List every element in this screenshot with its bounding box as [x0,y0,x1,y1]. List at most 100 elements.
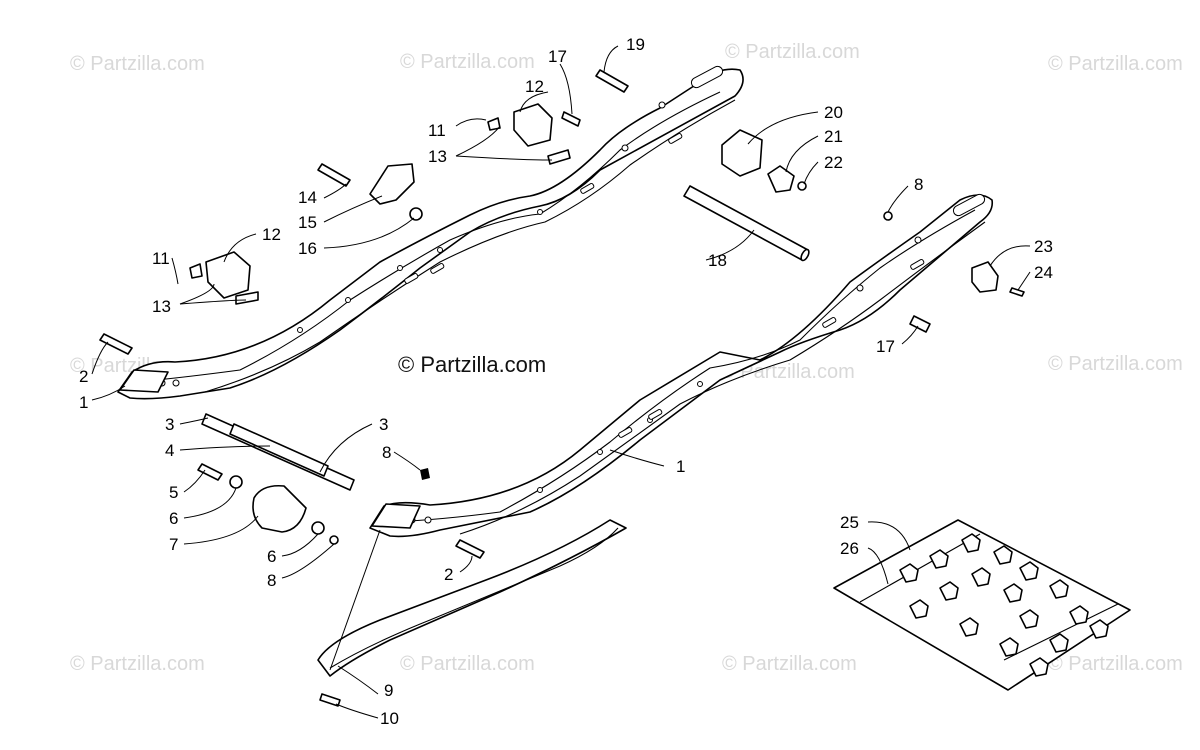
watermark: © Partzilla.com [400,51,535,73]
rail-hole [697,381,703,387]
rail-hole [397,265,403,271]
spacer [767,165,795,193]
rail-hole [856,284,864,292]
callout-17: 17 [876,337,895,356]
slide-rail-front [369,193,994,538]
slide-rail-rear [117,65,744,400]
callout-12: 12 [262,225,281,244]
rail-slot [580,183,595,194]
bolt-5 [197,463,223,481]
rail-hole [537,209,543,215]
callout-9: 9 [384,681,393,700]
track-section [833,519,1131,691]
callout-11: 11 [152,249,170,268]
callout-17: 17 [548,47,567,66]
leader-lines [91,45,1031,719]
rail-slot [910,259,925,270]
watermark: © Partzilla.com [70,53,205,75]
callout-16: 16 [298,239,317,258]
callout-8: 8 [914,175,923,194]
bolt-2-front [455,539,485,559]
rail-hole [621,144,629,152]
callout-26: 26 [840,539,859,558]
screw [1009,287,1025,297]
rail-hole [437,247,443,253]
callout-2: 2 [79,367,88,386]
bolt-19 [595,69,629,93]
callout-5: 5 [169,483,178,502]
callout-1: 1 [676,457,685,476]
stopper-7 [252,484,307,533]
callout-labels: 1 1 2 2 3 3 4 5 6 6 7 8 8 8 9 10 11 11 1… [79,35,1053,728]
callout-3: 3 [379,415,388,434]
nut-8-rear [883,211,893,221]
watermark: © Partzilla.com [720,361,855,383]
watermark: © Partzilla.com [1048,653,1183,675]
clip-block-left [189,251,259,305]
front-stop-assembly [197,463,325,535]
callout-24: 24 [1034,263,1053,282]
rear-cross-shaft [683,185,810,262]
callout-4: 4 [165,441,174,460]
rail-slot [648,409,663,420]
callout-8: 8 [382,443,391,462]
nut-8-front [329,535,339,545]
rail-hole [172,379,180,387]
rail-hole [597,449,603,455]
watermark: © Partzilla.com [400,653,535,675]
callout-6: 6 [267,547,276,566]
washer-6-front [311,521,325,535]
callout-23: 23 [1034,237,1053,256]
rail-hole [658,101,666,109]
callout-20: 20 [824,103,843,122]
callout-11: 11 [428,121,446,140]
callout-14: 14 [298,188,317,207]
stop-block-assembly [721,129,807,193]
rail-hole [297,327,303,333]
watermark: © Partzilla.com [1048,353,1183,375]
callout-19: 19 [626,35,645,54]
callout-13: 13 [152,297,171,316]
rail-hole [345,297,351,303]
callout-6: 6 [169,509,178,528]
adjustment-slot [952,193,986,217]
stopper-block [721,129,763,177]
watermark: © Partzilla.com [725,41,860,63]
mount-bracket [317,163,423,221]
callout-21: 21 [824,127,843,146]
callout-13: 13 [428,147,447,166]
rail-hole [914,236,922,244]
bolt-17-top [561,111,581,127]
callout-10: 10 [380,709,399,728]
rail-slot [430,263,445,274]
rail-slot [822,317,837,328]
rail-slot [404,273,419,284]
rail-hole [537,487,543,493]
callout-12: 12 [525,77,544,96]
rail-slot [618,427,633,438]
callout-3: 3 [165,415,174,434]
callout-22: 22 [824,153,843,172]
watermark: © Partzilla.com [70,653,205,675]
track-lugs [899,533,1109,677]
rail-tip-bracket [371,503,421,529]
adjustment-slot [690,65,724,89]
bolt-2-rear [99,333,133,355]
callout-2: 2 [444,565,453,584]
rail-hole [424,516,432,524]
watermark: © Partzilla.com [722,653,857,675]
watermark-layer: © Partzilla.com © Partzilla.com © Partzi… [70,41,1183,675]
washer-6 [229,475,243,489]
watermark-center: © Partzilla.com [398,352,546,377]
callout-15: 15 [298,213,317,232]
callout-1: 1 [79,393,88,412]
end-bracket [971,261,1025,297]
watermark: © Partzilla.com [1048,53,1183,75]
clip-block-top [487,103,571,165]
rail-slot [668,133,683,144]
callout-8: 8 [267,571,276,590]
nut-8-top [420,468,430,480]
front-cross-shaft [201,413,355,491]
